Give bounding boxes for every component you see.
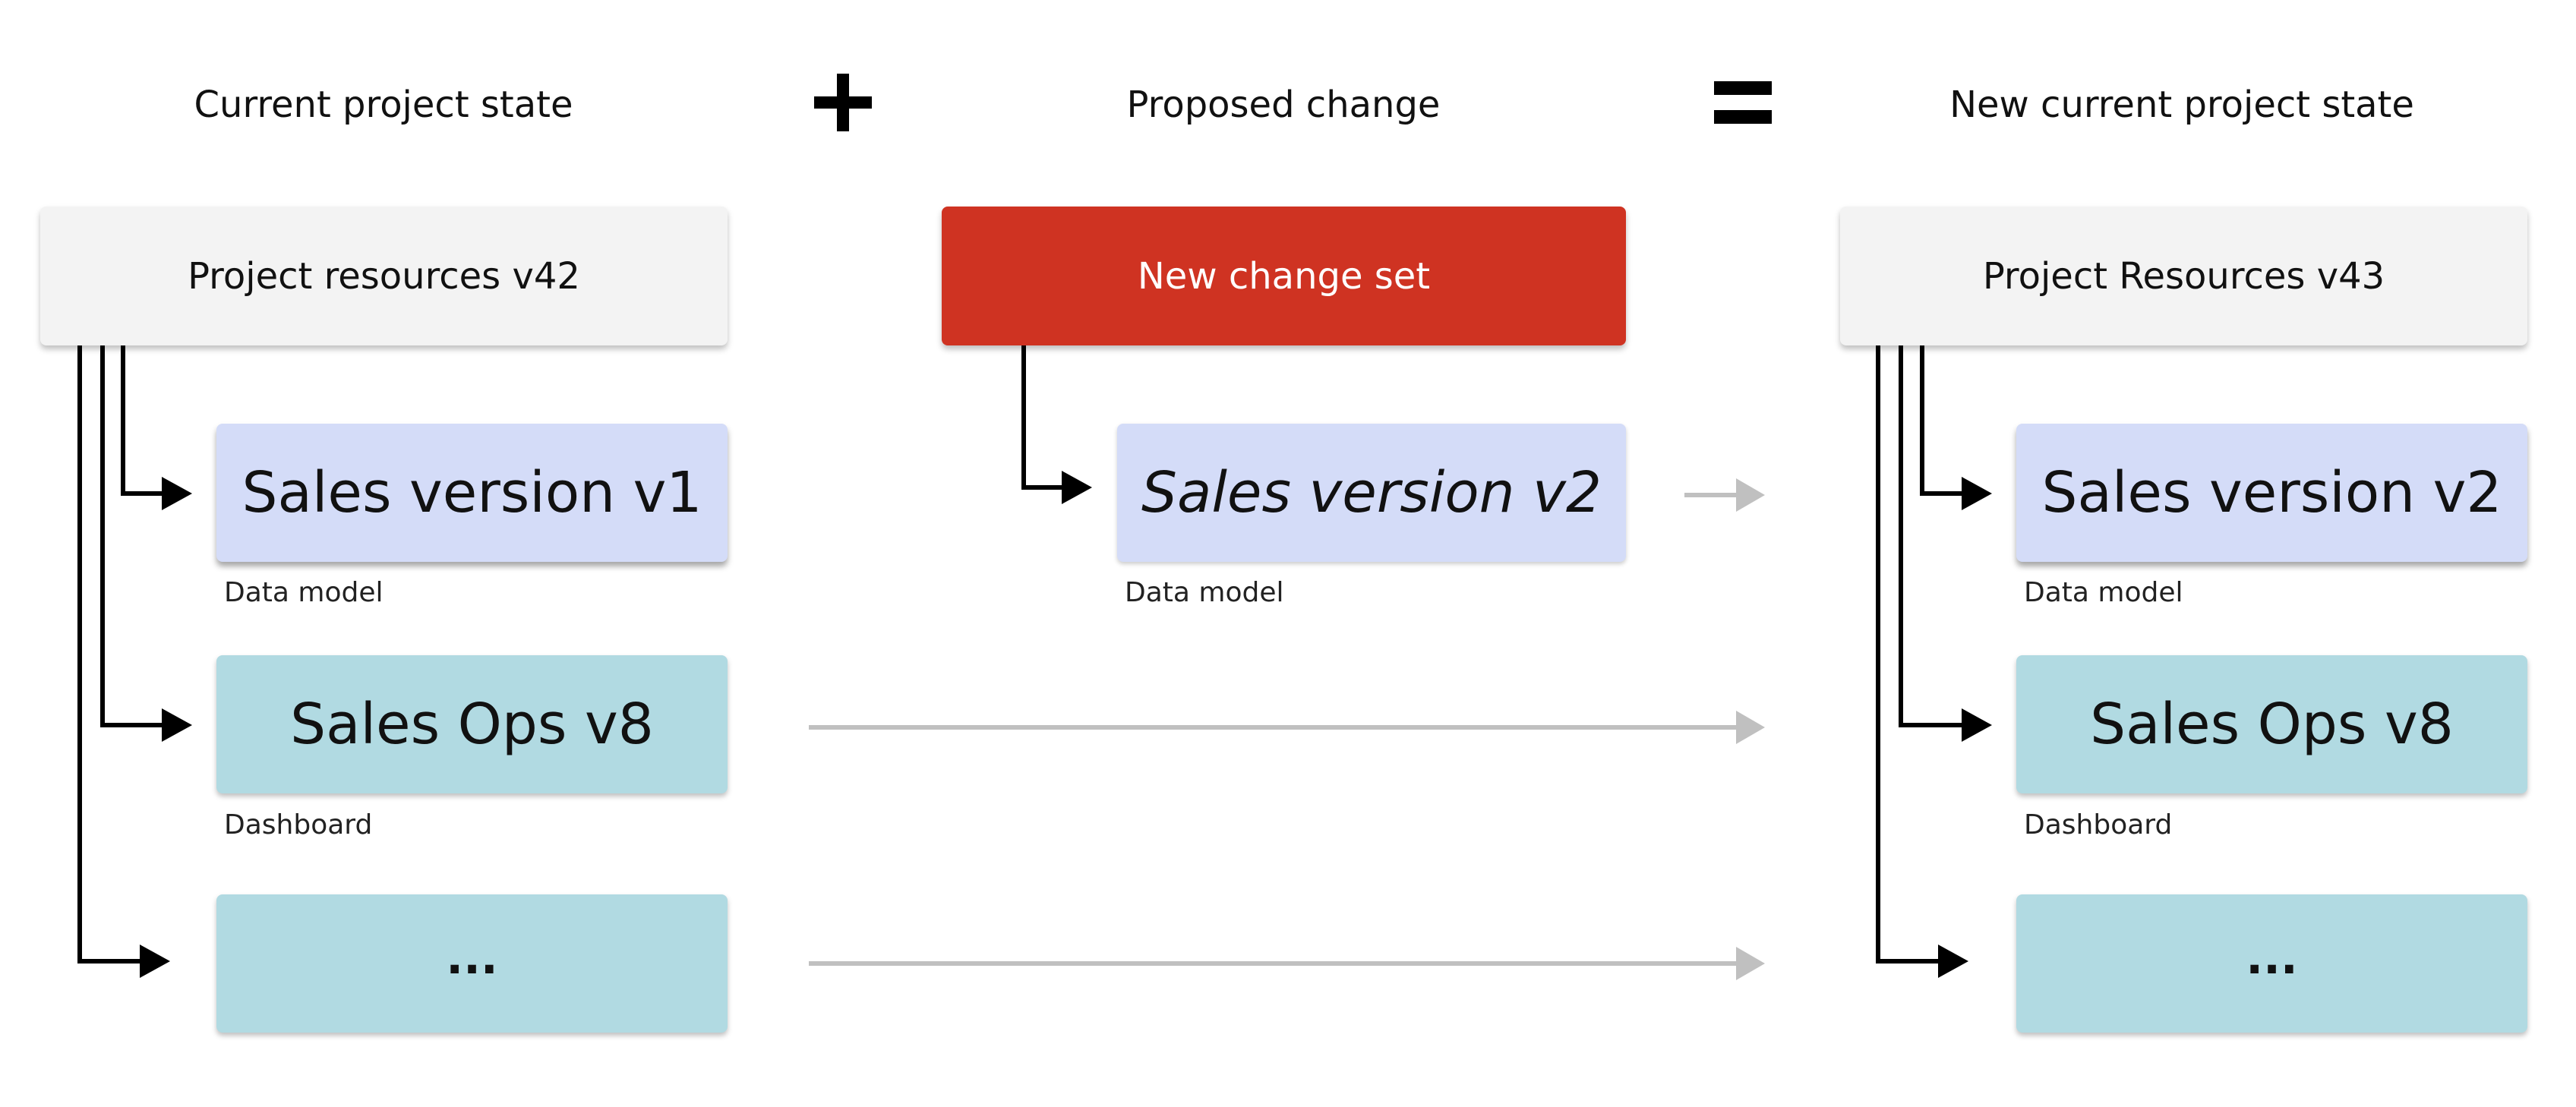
flow-arrowhead-dashboard [1736, 711, 1765, 744]
arrowhead-result-data-model [1962, 477, 1992, 510]
connector-current-to-data-model [121, 345, 163, 496]
current-project-resources-box[interactable]: Project resources v42 [40, 207, 728, 345]
result-data-model-label: Data model [2024, 577, 2183, 608]
new-change-set-box[interactable]: New change set [942, 207, 1626, 345]
proposed-data-model-label: Data model [1125, 577, 1284, 608]
current-more-box[interactable]: ... [216, 894, 728, 1033]
result-tree-connectors [1876, 345, 1962, 964]
proposed-tree-connectors [1021, 345, 1092, 504]
equals-icon [1713, 78, 1773, 127]
result-dashboard-box[interactable]: Sales Ops v8 [2016, 655, 2527, 793]
arrowhead-current-dashboard [162, 708, 192, 742]
connector-result-to-more [1876, 345, 1943, 964]
new-state-title: New current project state [1949, 84, 2414, 126]
result-more-box[interactable]: ... [2016, 894, 2527, 1033]
flow-arrows [809, 478, 1765, 980]
current-data-model-label: Data model [224, 577, 384, 608]
current-data-model-box[interactable]: Sales version v1 [216, 424, 728, 562]
current-tree-connectors [77, 345, 163, 964]
arrowhead-proposed-data-model [1062, 471, 1092, 504]
result-tree-arrowheads [1938, 477, 1992, 978]
connector-current-to-more [77, 345, 144, 964]
new-project-resources-box[interactable]: Project Resources v43 [1840, 207, 2527, 345]
connector-result-to-dashboard [1899, 345, 1962, 727]
connector-result-to-data-model [1920, 345, 1962, 496]
connector-proposed-to-data-model [1021, 345, 1063, 490]
arrowhead-result-more [1938, 945, 1968, 978]
current-dashboard-box[interactable]: Sales Ops v8 [216, 655, 728, 793]
current-tree-arrowheads [140, 477, 192, 978]
result-dashboard-label: Dashboard [2024, 809, 2173, 840]
current-dashboard-label: Dashboard [224, 809, 373, 840]
result-data-model-box[interactable]: Sales version v2 [2016, 424, 2527, 562]
current-state-title: Current project state [194, 84, 573, 126]
arrowhead-result-dashboard [1962, 708, 1992, 742]
connector-current-to-dashboard [100, 345, 163, 727]
plus-icon [813, 72, 873, 133]
flow-arrowhead-more [1736, 947, 1765, 980]
flow-arrowhead-data-model [1736, 478, 1765, 512]
proposed-change-title: Proposed change [1126, 84, 1441, 126]
arrowhead-current-more [140, 945, 170, 978]
proposed-data-model-box[interactable]: Sales version v2 [1117, 424, 1626, 562]
arrowhead-current-data-model [162, 477, 192, 510]
